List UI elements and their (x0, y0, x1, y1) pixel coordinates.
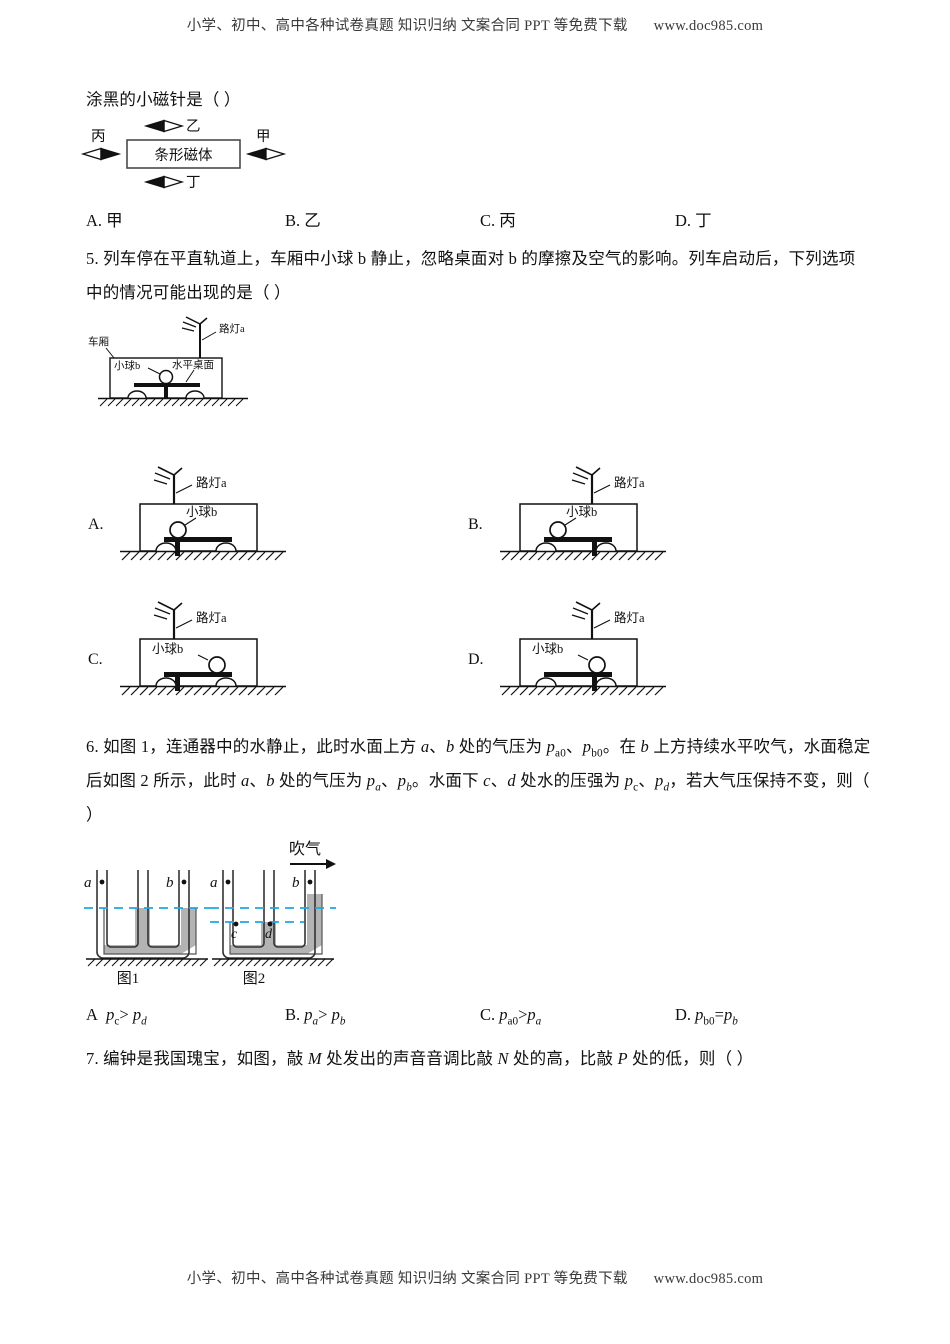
q6-fig1-label-a: a (84, 875, 92, 891)
q7-stem-suffix: 处的低，则（ ） (627, 1049, 754, 1068)
q5-option-c-ball-label: 小球b (152, 642, 183, 656)
q6-fig2-label-a: a (210, 875, 218, 891)
q5-option-a-carriage (139, 503, 258, 552)
q6-blow-arrow (326, 859, 336, 869)
q6-fig1-label-b: b (166, 875, 174, 891)
q5-option-b-lamp-label: 路灯a (614, 475, 645, 490)
q6-option-b[interactable]: B. pa> pb (285, 1005, 346, 1028)
needle-label-ding: 丁 (186, 175, 201, 191)
q6-stem-line2: 后如图 2 所示，此时 a、b 处的气压为 pa、pb。水面下 c、d 处水的压… (86, 771, 870, 794)
footer-text: 小学、初中、高中各种试卷真题 知识归纳 文案合同 PPT 等免费下载 (186, 1271, 628, 1287)
q5-option-d-lamp-label: 路灯a (614, 610, 645, 625)
q5-option-b-carriage (519, 503, 638, 552)
q5-option-d-carriage (519, 638, 638, 687)
bar-magnet-label: 条形磁体 (155, 147, 213, 164)
needle-label-yi: 乙 (186, 119, 201, 135)
q6-figure: a b 图1 (78, 840, 378, 987)
q5-option-a-lamp-label: 路灯a (196, 475, 227, 490)
q4-stem: 涂黑的小磁针是（ ） (86, 90, 241, 109)
q7-point-p: P (617, 1049, 628, 1068)
footer-url: www.doc985.com (653, 1271, 764, 1287)
q6-fig1-caption: 图1 (117, 970, 140, 987)
q6-fig2-label-d: d (265, 927, 273, 942)
q5-option-a-ball (169, 521, 187, 539)
q5-option-c-lamp-label: 路灯a (196, 610, 227, 625)
q6-stem-line1: 6. 如图 1，连通器中的水静止，此时水面上方 a、b 处的气压为 pa0、pb… (86, 737, 871, 760)
needle-label-jia: 甲 (256, 129, 271, 145)
q5-option-a-letter: A. (88, 516, 104, 533)
q5-option-b-ball (549, 521, 567, 539)
q7-stem-mid2: 处的高，比敲 (508, 1049, 618, 1068)
q5-option-d[interactable]: D. 路灯a 小球b (466, 598, 786, 713)
q5-reference-figure: 路灯a 车厢 小球b 水平桌面 (86, 312, 336, 408)
q4-option-b[interactable]: B. 乙 (285, 211, 321, 230)
q5-ref-carriage-label: 车厢 (88, 335, 109, 348)
q5-option-c-ball (208, 656, 226, 674)
bar-magnet-body (126, 139, 241, 169)
q4-magnet-figure: 条形磁体 乙 丁 丙 (80, 112, 340, 197)
q5-ref-ball-label: 小球b (114, 359, 140, 372)
q5-option-c[interactable]: C. 路灯a 小球b (86, 598, 406, 713)
q7-stem-prefix: 7. 编钟是我国瑰宝，如图，敲 (86, 1049, 308, 1068)
header-text: 小学、初中、高中各种试卷真题 知识归纳 文案合同 PPT 等免费下载 (186, 18, 628, 34)
needle-jia (245, 147, 287, 161)
q6-fig2-label-b: b (292, 875, 300, 891)
header-url: www.doc985.com (653, 18, 764, 34)
needle-bing (80, 147, 122, 161)
q5-option-d-ball (588, 656, 606, 674)
q5-option-d-letter: D. (468, 651, 484, 668)
q5-stem-line2: 中的情况可能出现的是（ ） (86, 283, 291, 302)
q7-point-m: M (307, 1049, 322, 1068)
q6-option-c[interactable]: C. pa0>pa (480, 1005, 542, 1028)
q6-option-a[interactable]: A pc> pd (86, 1005, 147, 1028)
q6-fig2-caption: 图2 (243, 970, 266, 987)
q6-fig2-label-c: c (231, 927, 238, 942)
q7-point-n: N (497, 1049, 509, 1068)
q5-option-d-ball-label: 小球b (532, 642, 563, 656)
q6-figure-1: a b 图1 (84, 870, 210, 987)
page-footer: 小学、初中、高中各种试卷真题 知识归纳 文案合同 PPT 等免费下载 www.do… (0, 1267, 950, 1288)
q5-option-b-ball-label: 小球b (566, 505, 597, 519)
q6-blow-label: 吹气 (289, 840, 321, 858)
q4-option-d[interactable]: D. 丁 (675, 211, 712, 230)
q5-ref-table-label: 水平桌面 (172, 358, 214, 371)
q4-option-c[interactable]: C. 丙 (480, 211, 516, 230)
q7-stem: 7. 编钟是我国瑰宝，如图，敲 M 处发出的声音音调比敲 N 处的高，比敲 P … (86, 1044, 886, 1074)
q6-stem-line3: ） (86, 805, 103, 824)
q5-option-c-letter: C. (88, 651, 103, 668)
needle-label-bing: 丙 (91, 129, 106, 145)
needle-yi (143, 119, 185, 133)
q5-stem-line1: 5. 列车停在平直轨道上，车厢中小球 b 静止，忽略桌面对 b 的摩擦及空气的影… (86, 249, 856, 268)
q5-option-b-letter: B. (468, 516, 483, 533)
page-header: 小学、初中、高中各种试卷真题 知识归纳 文案合同 PPT 等免费下载 www.do… (0, 14, 950, 35)
q6-figure-2: a b c d 吹气 (210, 840, 336, 987)
q4-option-a[interactable]: A. 甲 (86, 211, 123, 230)
q6-option-d[interactable]: D. pb0=pb (675, 1005, 738, 1028)
q5-option-a-ball-label: 小球b (186, 505, 217, 519)
q7-stem-mid1: 处发出的声音音调比敲 (321, 1049, 498, 1068)
q5-option-a[interactable]: A. 路灯a 小球b (86, 463, 406, 578)
q5-option-c-carriage (139, 638, 258, 687)
q5-ref-lamp-label: 路灯a (219, 322, 245, 335)
q5-ref-ball (158, 369, 174, 385)
q5-option-b[interactable]: B. 路灯a 小球b (466, 463, 786, 578)
needle-ding (143, 175, 185, 189)
